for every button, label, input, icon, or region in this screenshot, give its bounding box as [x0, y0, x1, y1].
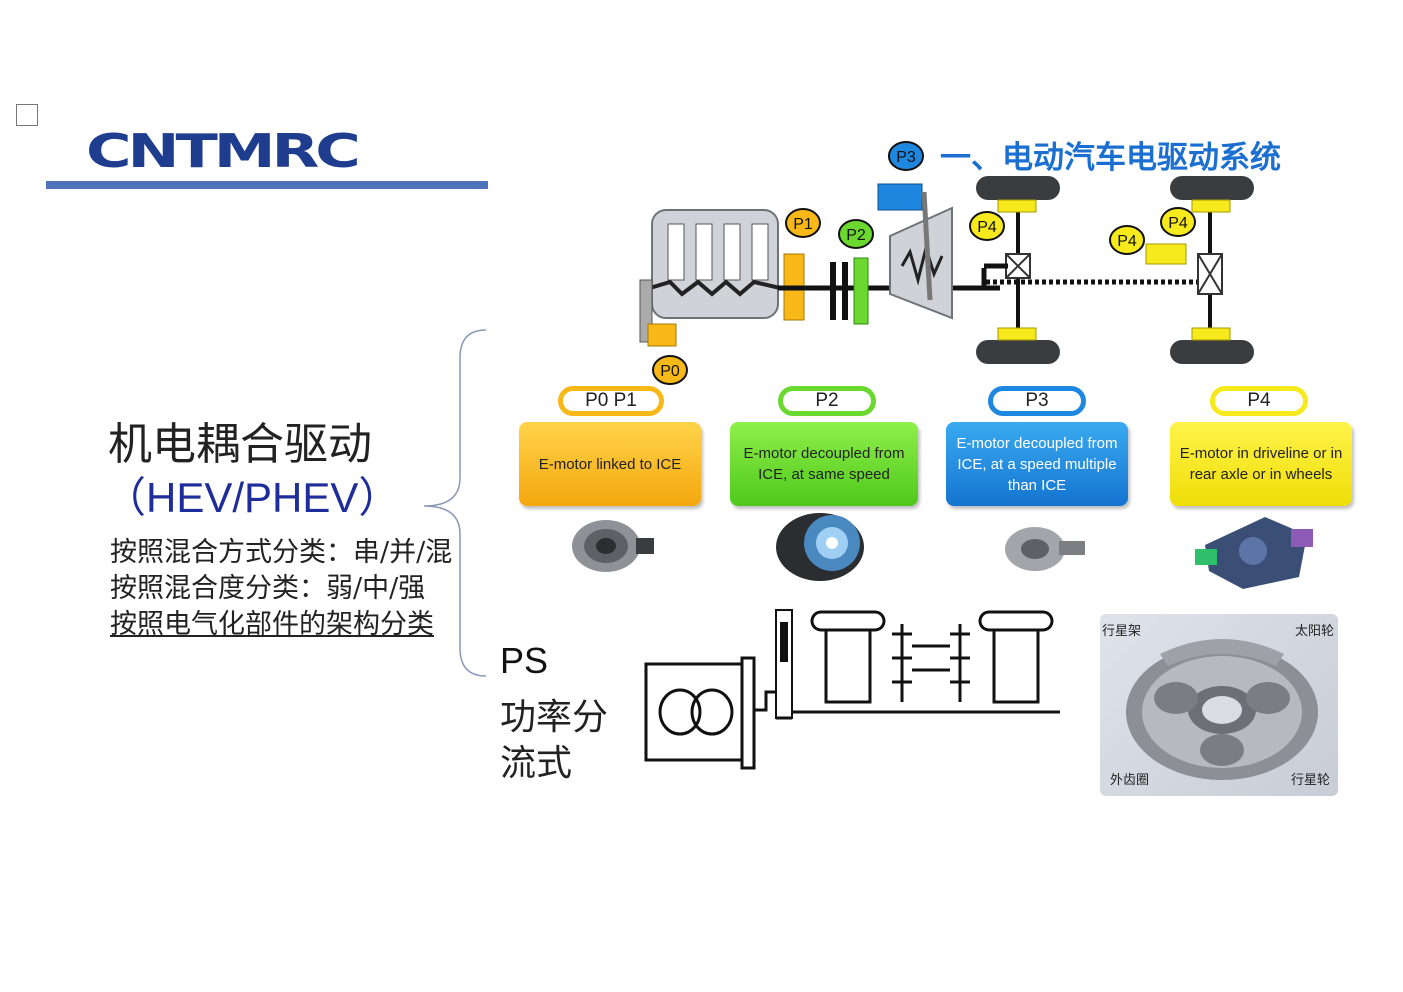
marker-p4-rear: P4 [1160, 207, 1196, 237]
power-split-schematic [644, 609, 1060, 770]
front-left-wheel [976, 176, 1060, 200]
ps-label: PS [500, 640, 549, 681]
ps-cn-line-2: 流式 [500, 743, 573, 784]
clutch-plate-2 [842, 262, 848, 320]
p2-motor-image [776, 513, 864, 581]
category-pill-p3: P3 [988, 386, 1086, 416]
marker-p4-front: P4 [969, 211, 1005, 241]
front-right-wheel [976, 340, 1060, 364]
marker-p0: P0 [652, 355, 688, 385]
marker-p4-mid-text: P4 [1117, 233, 1137, 250]
classification-line-3: 按照电气化部件的架构分类 [110, 609, 434, 640]
marker-p1-text: P1 [793, 216, 813, 233]
clutch-plate-1 [830, 262, 836, 320]
marker-p2-text: P2 [846, 227, 866, 244]
label-ring: 外齿圈 [1110, 773, 1150, 788]
e-axle-image [1195, 517, 1313, 589]
company-logo: CNTMRC [86, 124, 361, 178]
hev-phev-label: （HEV/PHEV） [104, 474, 401, 521]
label-carrier: 行星架 [1102, 624, 1142, 639]
classification-line-1: 按照混合方式分类：串/并/混 [110, 537, 453, 568]
alternator-image [572, 520, 654, 572]
marker-p0-text: P0 [660, 363, 680, 380]
grouping-brace [423, 329, 487, 677]
p2-motor [853, 257, 869, 325]
p0-motor [647, 323, 677, 347]
ps-cn-line-1: 功率分 [500, 697, 609, 738]
category-box-p2: E-motor decoupled from ICE, at same spee… [730, 422, 918, 506]
p4-motor [1145, 243, 1187, 265]
slide-title: 一、电动汽车电驱动系统 [940, 140, 1281, 176]
p3-motor-image [1005, 527, 1085, 571]
marker-p3: P3 [888, 141, 924, 171]
category-box-p3: E-motor decoupled from ICE, at a speed m… [946, 422, 1128, 506]
category-pill-p4: P4 [1210, 386, 1308, 416]
classification-line-2: 按照混合度分类：弱/中/强 [110, 573, 426, 604]
label-planet: 行星轮 [1290, 773, 1330, 788]
slide-checkbox[interactable] [16, 104, 38, 126]
marker-p2: P2 [838, 219, 874, 249]
rear-right-wheel [1170, 340, 1254, 364]
position-markers: P3 P1 P2 P4 P4 P4 P0 [652, 141, 1196, 385]
label-sun: 太阳轮 [1294, 624, 1334, 639]
rear-left-wheel [1170, 176, 1254, 200]
main-label: 机电耦合驱动 [108, 419, 372, 470]
marker-p4-mid: P4 [1109, 225, 1145, 255]
powertrain-diagram [639, 176, 1254, 364]
marker-p1: P1 [785, 208, 821, 238]
category-box-p4: E-motor in driveline or in rear axle or … [1170, 422, 1352, 506]
marker-p4-rear-text: P4 [1168, 215, 1188, 232]
header-rule [46, 181, 488, 189]
category-pill-p2: P2 [778, 386, 876, 416]
planetary-gear-image: 行星架 太阳轮 外齿圈 行星轮 [1100, 614, 1338, 796]
marker-p3-text: P3 [896, 149, 916, 166]
category-box-p0p1: E-motor linked to ICE [519, 422, 701, 506]
engine-block [639, 209, 781, 343]
category-pill-p0p1: P0 P1 [558, 386, 664, 416]
planetary-gear-illustration [1126, 639, 1318, 780]
marker-p4-front-text: P4 [977, 219, 997, 236]
